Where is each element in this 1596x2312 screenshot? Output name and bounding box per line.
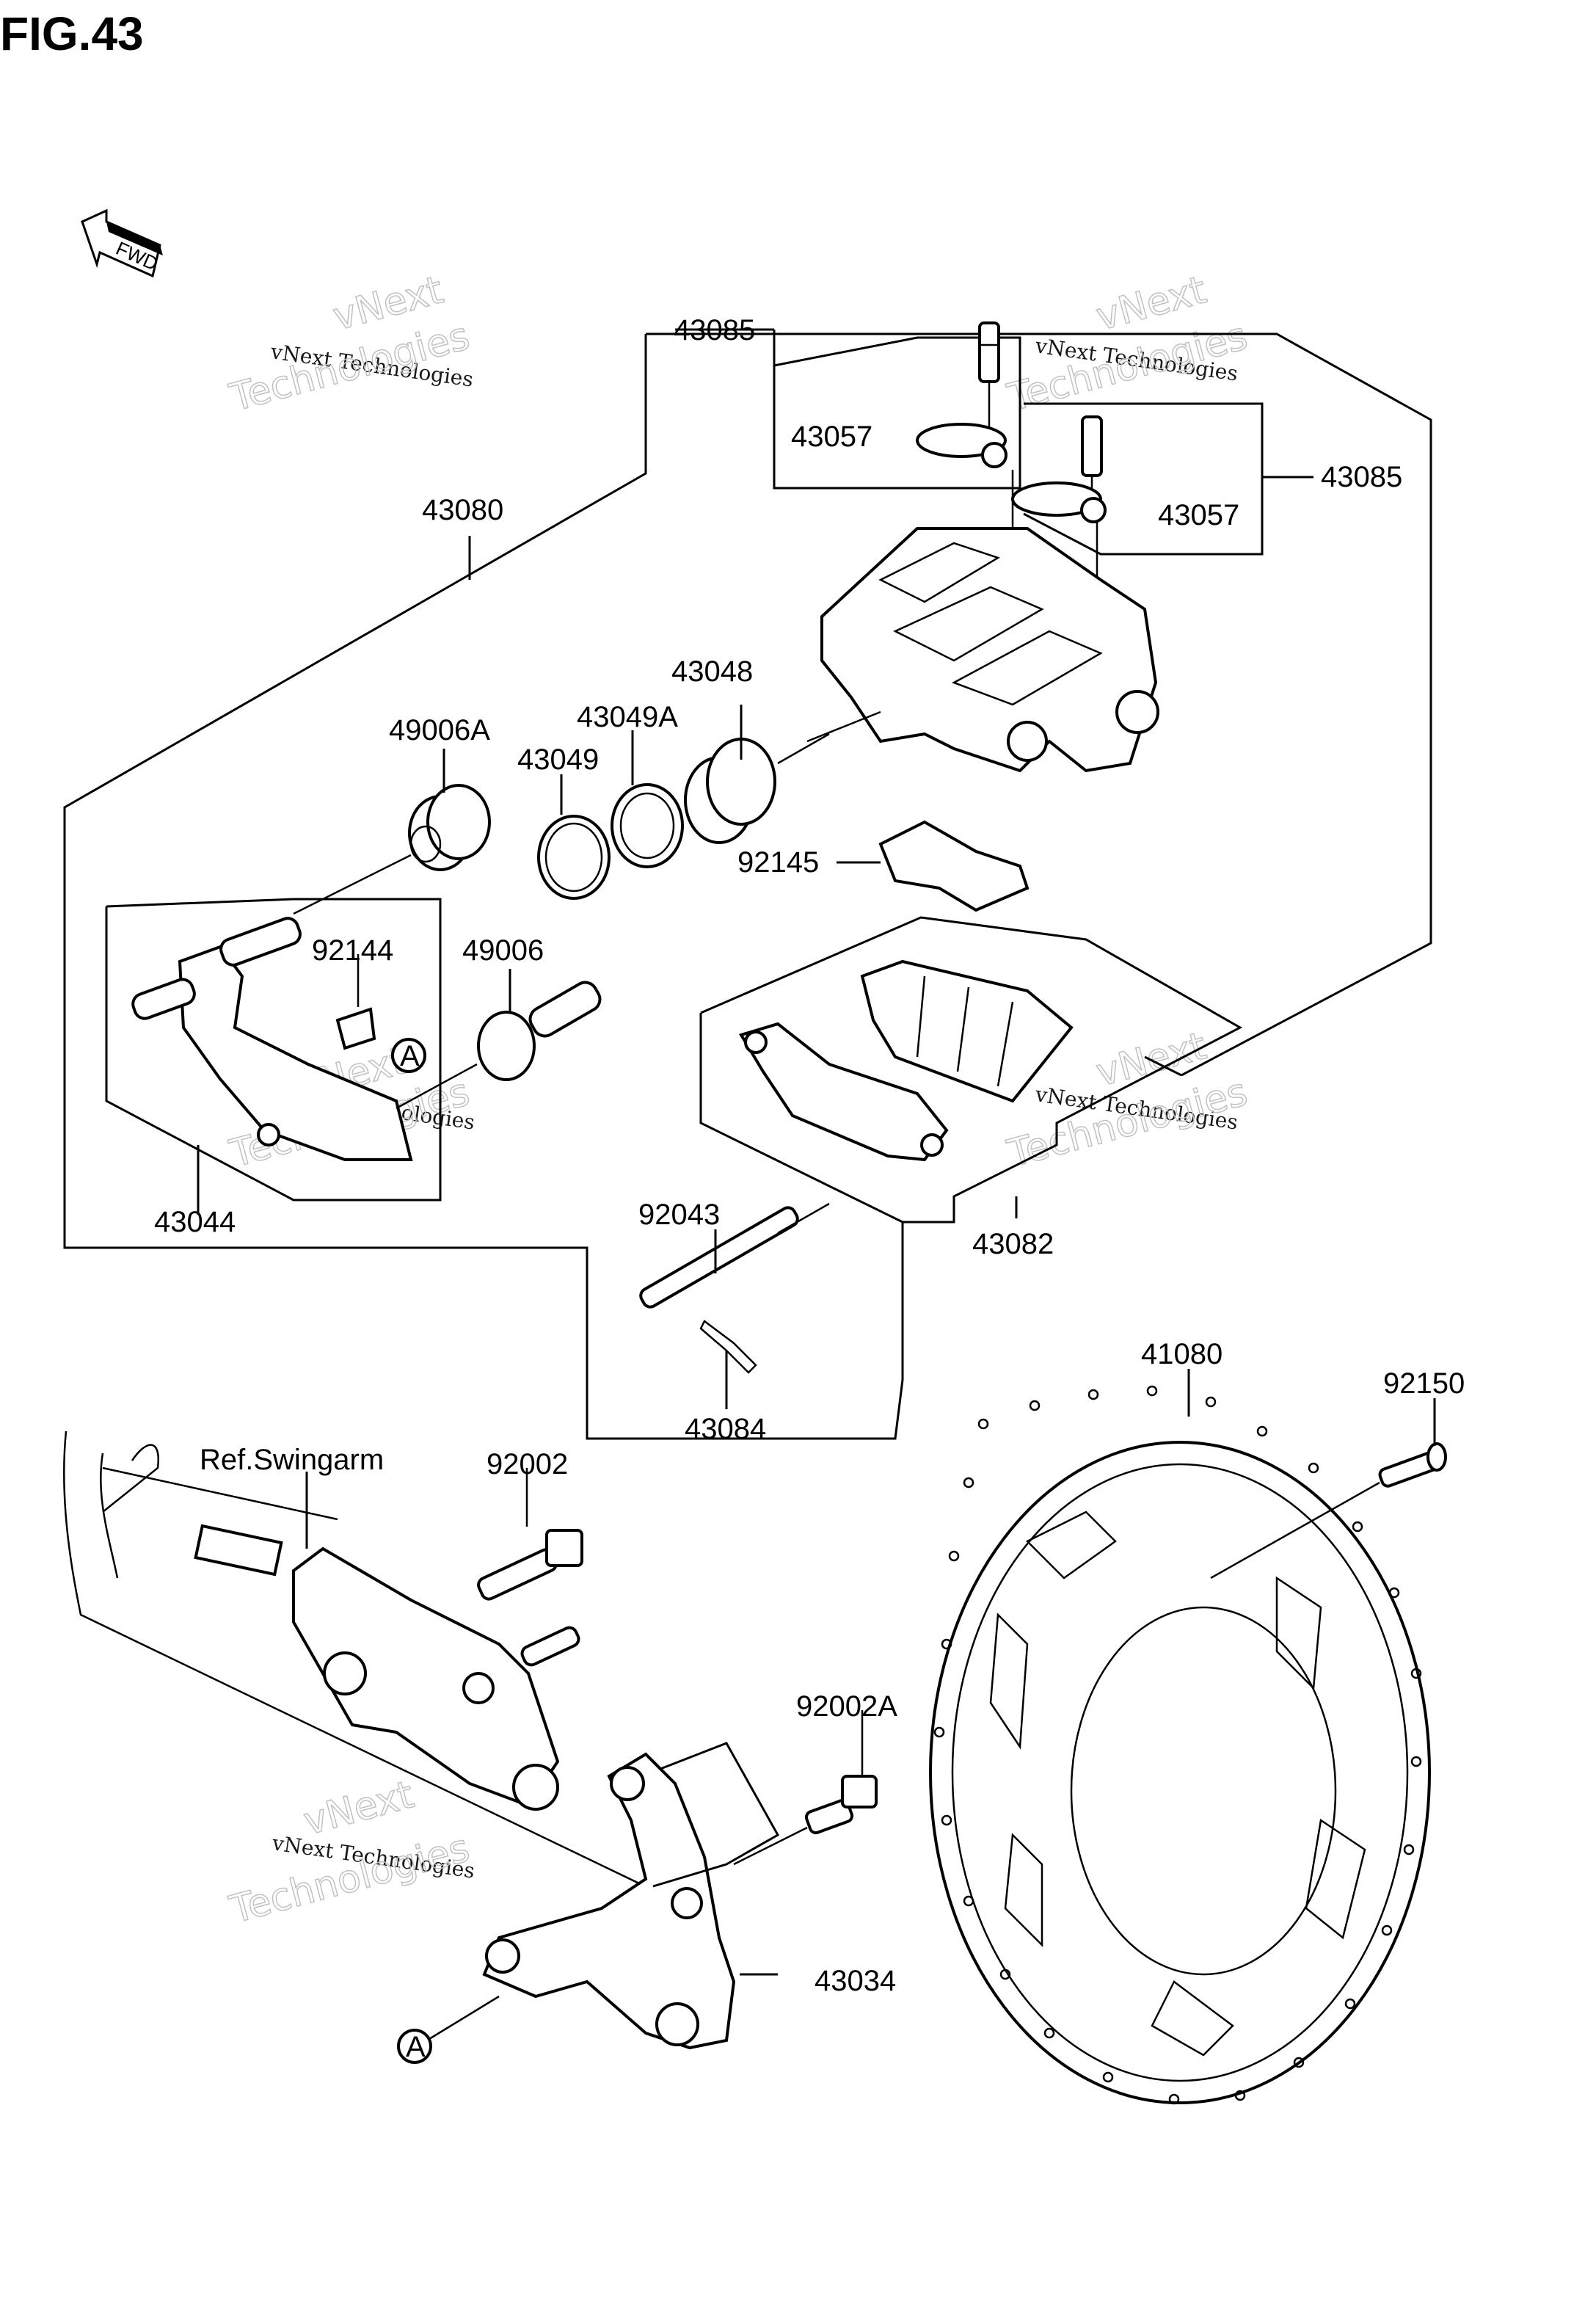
label-92002A: 92002A	[796, 1690, 897, 1723]
ref-a-marker-1	[391, 1038, 426, 1073]
label-43082: 43082	[972, 1228, 1054, 1260]
pad-spring-92144-icon	[335, 1007, 376, 1050]
spring-92145-icon	[878, 820, 1030, 912]
label-92150: 92150	[1383, 1367, 1465, 1400]
label-43085-b: 43085	[1321, 461, 1402, 493]
disc-bolt-92150-icon	[1210, 1442, 1447, 1579]
boot-49006A-icon	[408, 784, 491, 871]
label-41080: 41080	[1141, 1338, 1222, 1370]
label-49006A: 49006A	[389, 714, 490, 746]
svg-text:vNext: vNext	[299, 1773, 418, 1844]
stud-icon	[520, 1626, 580, 1667]
boot-49006-icon	[477, 981, 602, 1081]
label-43049A: 43049A	[577, 701, 678, 733]
group-43082-box	[699, 916, 1243, 1224]
assembly-43080-outline	[646, 332, 1432, 1077]
brake-disc-41080-icon	[929, 1385, 1431, 2105]
group-43044-box	[105, 898, 442, 1202]
label-92002: 92002	[487, 1448, 568, 1480]
brake-pad-rear-icon	[860, 959, 1074, 1103]
figure-title: FIG.43	[0, 7, 144, 60]
bracket-43044-icon	[131, 917, 413, 1161]
ref-a-label-1: A	[400, 1040, 420, 1072]
fwd-arrow-icon: FWD	[81, 208, 163, 278]
caliper-mount-43034-icon	[482, 1752, 736, 2050]
ref-a-label-2: A	[406, 2031, 426, 2063]
label-43057-b: 43057	[1158, 499, 1239, 531]
torque-bracket-icon	[292, 1546, 560, 1811]
seal-43049-icon	[537, 815, 611, 900]
label-49006: 49006	[462, 934, 544, 967]
group-92002A-box	[652, 1742, 780, 1888]
label-43049: 43049	[517, 744, 599, 776]
watermark-5: vNext Technologies Technologies vNext	[225, 1773, 476, 1933]
clip-43084-icon	[699, 1320, 757, 1374]
label-92144: 92144	[312, 934, 393, 967]
label-ref-swingarm: Ref.Swingarm	[200, 1444, 384, 1476]
label-43085-a: 43085	[674, 314, 755, 346]
group-43085-b-box	[1023, 402, 1264, 556]
bleeder-valve-a-icon	[978, 321, 1000, 440]
bolt-92002A-icon	[804, 1710, 878, 1835]
swingarm-icon	[63, 1431, 661, 1895]
ref-a-marker-2	[397, 2029, 432, 2064]
label-43080: 43080	[422, 494, 503, 526]
label-43034: 43034	[815, 1965, 896, 1997]
label-43084: 43084	[685, 1413, 766, 1445]
seal-43049A-icon	[611, 783, 684, 868]
watermark-2: vNext Technologies Technologies vNext	[1002, 268, 1253, 421]
piston-43048-icon	[684, 733, 830, 844]
label-92145: 92145	[737, 846, 819, 879]
label-43048: 43048	[671, 655, 753, 688]
group-43085-a-box	[773, 336, 1021, 490]
label-43057-a: 43057	[791, 421, 872, 453]
watermark-1: vNext Technologies Technologies vNext	[225, 268, 475, 421]
label-92043: 92043	[638, 1199, 720, 1231]
brake-pad-front-icon	[738, 1022, 949, 1162]
caliper-body-icon	[806, 527, 1159, 773]
label-43044: 43044	[154, 1206, 236, 1238]
bolt-92002-icon	[477, 1468, 583, 1601]
